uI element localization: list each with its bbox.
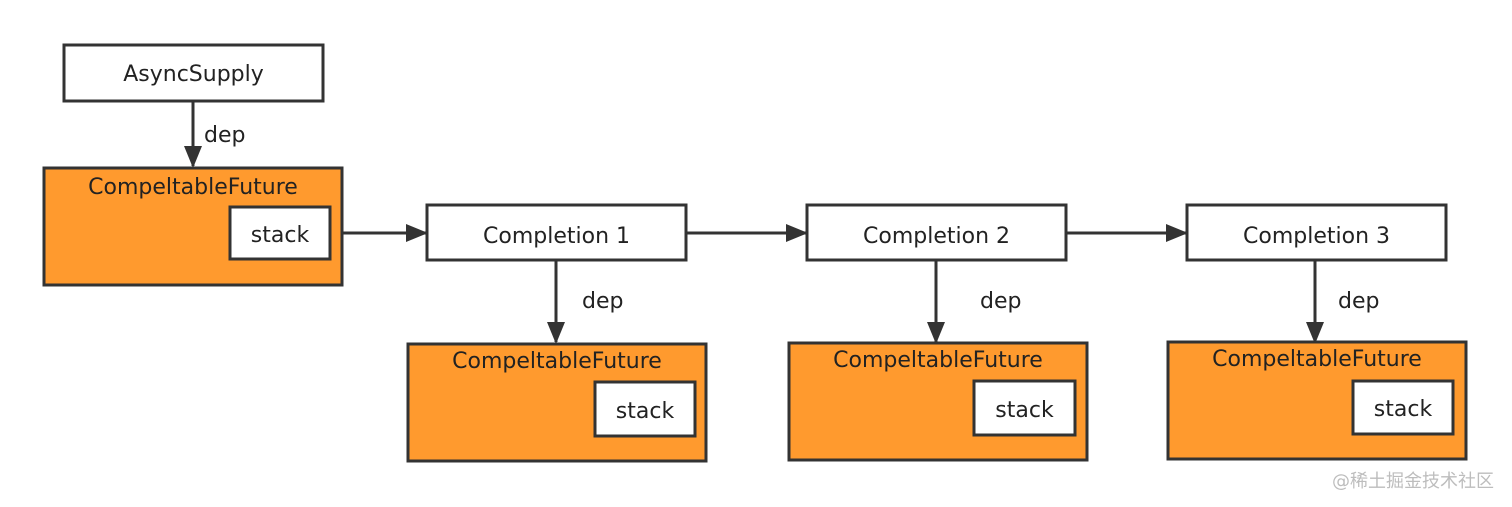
stack-label: stack (1374, 397, 1433, 422)
stack-label: stack (251, 223, 310, 248)
node-completion-2: Completion 2 (805, 203, 1068, 262)
stack-box: stack (972, 379, 1077, 437)
node-completion-1: Completion 1 (425, 203, 688, 262)
node-future-root: CompeltableFuture stack (42, 166, 344, 287)
stack-label: stack (616, 399, 675, 424)
node-label: Completion 3 (1243, 224, 1390, 249)
node-label: CompeltableFuture (833, 348, 1043, 373)
node-async-supply: AsyncSupply (62, 43, 325, 103)
node-label: CompeltableFuture (452, 349, 662, 374)
edge-label-dep: dep (1338, 289, 1379, 314)
node-future-2: CompeltableFuture stack (787, 341, 1089, 462)
edge-label-dep: dep (582, 289, 623, 314)
node-label: Completion 2 (863, 224, 1010, 249)
stack-box: stack (593, 380, 697, 438)
node-label: CompeltableFuture (88, 175, 298, 200)
node-label: AsyncSupply (123, 62, 264, 87)
node-future-3: CompeltableFuture stack (1166, 340, 1468, 461)
edge-label-dep: dep (980, 289, 1021, 314)
edge-label-dep: dep (204, 123, 245, 148)
node-label: CompeltableFuture (1212, 347, 1422, 372)
stack-box: stack (228, 205, 332, 261)
stack-label: stack (995, 398, 1054, 423)
stack-box: stack (1351, 379, 1455, 436)
node-future-1: CompeltableFuture stack (406, 342, 708, 463)
node-label: Completion 1 (483, 224, 630, 249)
watermark-text: @稀土掘金技术社区 (1332, 471, 1494, 492)
node-completion-3: Completion 3 (1185, 203, 1448, 262)
